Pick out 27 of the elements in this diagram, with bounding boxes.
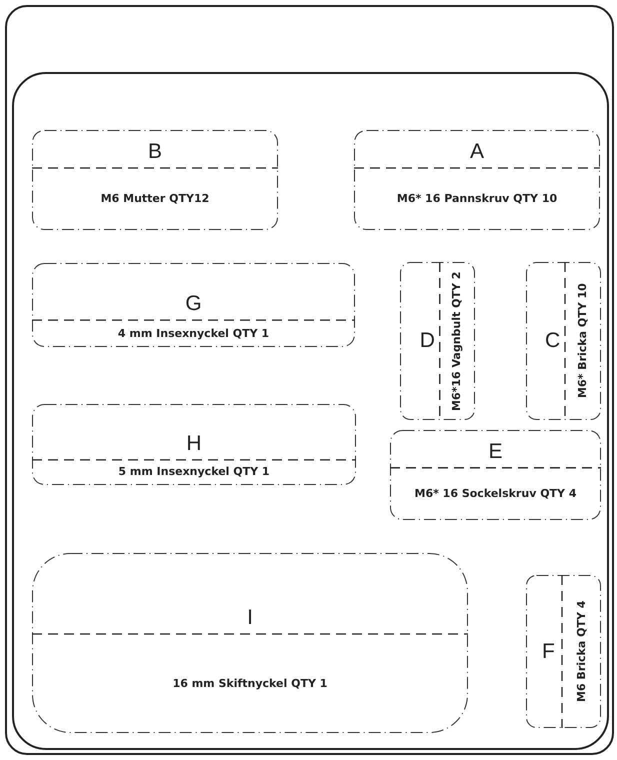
compartment-letter: H bbox=[185, 432, 203, 454]
compartment-letter: A bbox=[468, 141, 485, 162]
compartment-letter: E bbox=[487, 440, 504, 462]
compartment bbox=[32, 130, 278, 230]
item-label: 16 mm Skiftnyckel QTY 1 bbox=[172, 678, 328, 688]
compartment-letter: D bbox=[420, 330, 435, 351]
item-label: 5 mm Insexnyckel QTY 1 bbox=[117, 466, 271, 478]
item-label: M6 Mutter QTY12 bbox=[100, 193, 210, 204]
compartment-letter: B bbox=[146, 141, 163, 162]
compartment bbox=[400, 262, 475, 420]
compartment bbox=[32, 553, 468, 733]
item-label: M6* 16 Pannskruv QTY 10 bbox=[396, 193, 558, 204]
compartment bbox=[526, 575, 601, 728]
compartment bbox=[354, 130, 600, 230]
compartment-letter: F bbox=[542, 640, 555, 662]
item-label: M6 Bricka QTY 4 bbox=[576, 600, 586, 704]
compartment-letter: I bbox=[246, 607, 254, 628]
compartment bbox=[526, 262, 601, 420]
compartment bbox=[32, 404, 356, 485]
compartment-letter: G bbox=[184, 293, 203, 314]
compartment-letter: C bbox=[545, 330, 560, 351]
item-label: M6* 16 Sockelskruv QTY 4 bbox=[414, 488, 578, 499]
item-label: M6* Bricka QTY 10 bbox=[577, 282, 588, 400]
item-label: M6*16 Vagnbult QTY 2 bbox=[451, 270, 462, 413]
compartment bbox=[390, 430, 601, 520]
compartment bbox=[32, 263, 355, 347]
item-label: 4 mm Insexnyckel QTY 1 bbox=[116, 328, 270, 339]
